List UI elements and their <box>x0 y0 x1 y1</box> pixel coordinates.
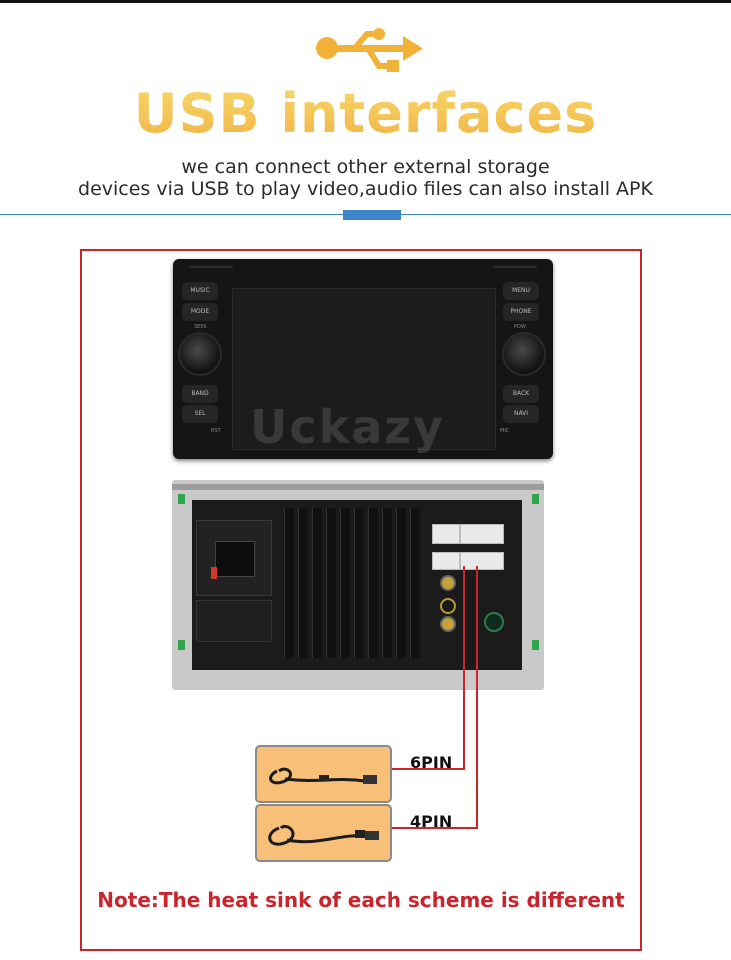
wire-6pin-h <box>388 768 465 770</box>
back-top-rail <box>172 484 544 490</box>
divider-accent <box>343 210 401 220</box>
wire-4pin-h <box>388 827 478 829</box>
fan-port <box>484 612 504 632</box>
product-frame <box>80 249 642 951</box>
power-knob[interactable] <box>502 332 546 376</box>
heat-sink <box>284 508 424 658</box>
navi-button[interactable]: NAVI <box>503 405 539 423</box>
back-button[interactable]: BACK <box>503 385 539 403</box>
cable-4pin <box>255 804 392 862</box>
connector-top-right <box>460 524 504 544</box>
unit-top-vents <box>173 266 553 269</box>
antenna-jack <box>440 575 456 591</box>
main-harness-socket <box>196 520 272 596</box>
phone-button[interactable]: PHONE <box>503 303 539 321</box>
gps-jack <box>440 598 456 614</box>
lower-panel <box>196 600 272 642</box>
pow-label: POW <box>514 324 526 330</box>
label-4pin: 4PIN <box>410 812 453 831</box>
music-button[interactable]: MUSIC <box>182 282 218 300</box>
display-screen <box>232 288 496 450</box>
subtitle-line-2: devices via USB to play video,audio file… <box>78 178 653 200</box>
cable-6pin-image <box>269 767 377 785</box>
brand-watermark: Uckazy <box>250 400 446 454</box>
radio-jack <box>440 616 456 632</box>
wire-6pin <box>463 566 465 768</box>
cable-4pin-image <box>268 825 379 846</box>
rst-label: RST <box>211 428 221 434</box>
top-border <box>0 0 731 3</box>
seek-label: SEEK <box>194 324 207 330</box>
mode-button[interactable]: MODE <box>182 303 218 321</box>
usb-connectors[interactable] <box>460 552 504 570</box>
connector-mid-left <box>432 552 460 570</box>
menu-button[interactable]: MENU <box>503 282 539 300</box>
bracket-clip-tr <box>532 494 539 504</box>
mic-label: MIC <box>500 428 510 434</box>
bracket-clip-tl <box>178 494 185 504</box>
cable-6pin <box>255 745 392 803</box>
subtitle-line-1: we can connect other external storage <box>181 156 550 178</box>
sel-button[interactable]: SEL <box>182 405 218 423</box>
connector-top-left <box>432 524 460 544</box>
bracket-clip-bl <box>178 640 185 650</box>
band-button[interactable]: BAND <box>182 385 218 403</box>
label-6pin: 6PIN <box>410 753 453 772</box>
usb-icon <box>316 28 423 72</box>
note-text: Note:The heat sink of each scheme is dif… <box>97 888 625 912</box>
page-title: USB interfaces <box>0 82 731 145</box>
seek-knob[interactable] <box>178 332 222 376</box>
bracket-clip-br <box>532 640 539 650</box>
wire-4pin <box>476 566 478 828</box>
